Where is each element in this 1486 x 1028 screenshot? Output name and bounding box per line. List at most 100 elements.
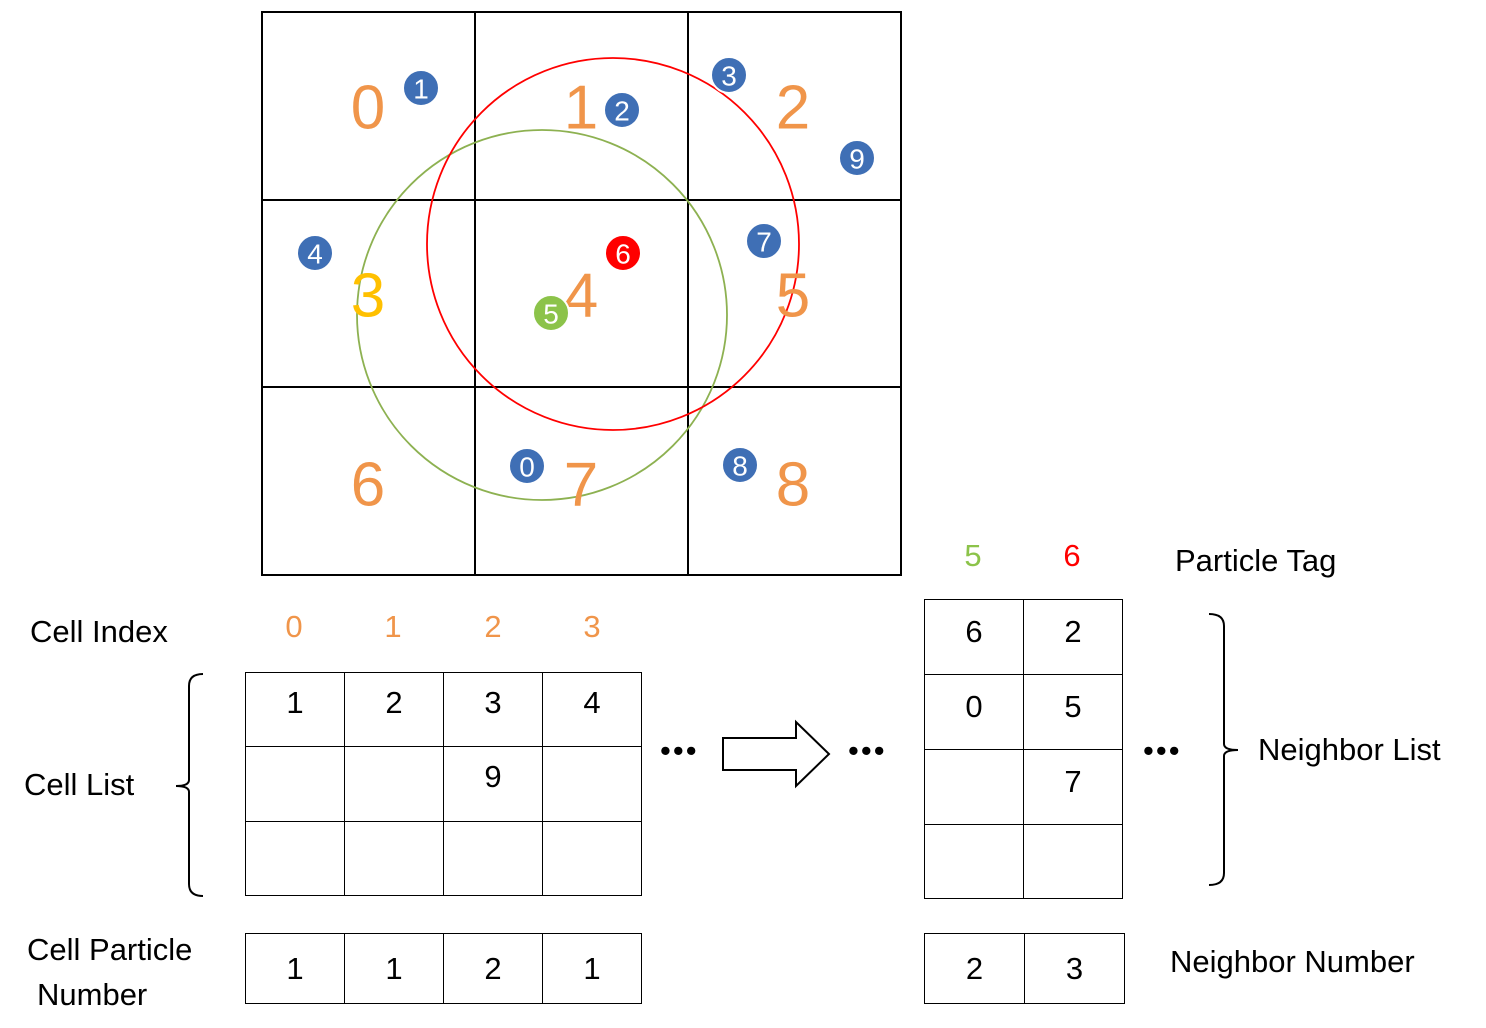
table-cell bbox=[245, 746, 345, 822]
particle-marker bbox=[508, 447, 546, 485]
particle-label: 6 bbox=[615, 239, 631, 270]
table-row: 1 2 3 4 bbox=[245, 671, 642, 748]
table-cell: 2 bbox=[924, 933, 1025, 1004]
particle-marker bbox=[838, 139, 876, 177]
table-cell: 6 bbox=[924, 599, 1024, 675]
transform-arrow bbox=[722, 719, 831, 789]
table-row: 9 bbox=[245, 746, 642, 822]
table-cell: 1 bbox=[245, 933, 345, 1004]
particle-marker bbox=[532, 294, 570, 332]
table-cell: 2 bbox=[443, 933, 543, 1004]
particle-marker bbox=[710, 56, 748, 94]
cell-particle-number-label: Cell Particle bbox=[27, 932, 193, 967]
particle-marker bbox=[604, 234, 642, 272]
table-cell: 3 bbox=[443, 671, 543, 748]
cell-index-2: 2 bbox=[484, 609, 502, 644]
particle-label: 1 bbox=[413, 74, 429, 105]
table-cell bbox=[924, 749, 1024, 825]
particle-4: 4 bbox=[296, 234, 334, 272]
table-cell: 0 bbox=[924, 674, 1024, 750]
table-cell bbox=[1023, 824, 1123, 899]
table-cell: 9 bbox=[443, 746, 543, 822]
particle-0: 0 bbox=[508, 447, 546, 485]
table-cell bbox=[344, 820, 444, 897]
particle-8: 8 bbox=[721, 446, 759, 484]
cell-index-0: 0 bbox=[285, 609, 303, 644]
cell-label-2: 2 bbox=[776, 74, 810, 143]
table-cell: 2 bbox=[344, 671, 444, 748]
table-cell bbox=[924, 824, 1024, 899]
particle-marker bbox=[721, 446, 759, 484]
table-cell bbox=[245, 820, 345, 897]
table-row bbox=[924, 824, 1123, 899]
particle-9: 9 bbox=[838, 139, 876, 177]
ellipsis-middle: ••• bbox=[848, 733, 887, 768]
cutoff-circle-particle-6 bbox=[426, 57, 800, 431]
cell-index-label: Cell Index bbox=[30, 614, 168, 649]
table-row: 7 bbox=[924, 749, 1123, 825]
table-cell bbox=[542, 820, 642, 897]
cell-particle-number-label-line2: Number bbox=[37, 977, 148, 1012]
neighbor-number-label: Neighbor Number bbox=[1170, 944, 1415, 979]
particle-3: 3 bbox=[710, 56, 748, 94]
ellipsis-left: ••• bbox=[660, 733, 699, 768]
table-row: 0 5 bbox=[924, 674, 1123, 750]
particle-label: 9 bbox=[849, 144, 865, 175]
particle-7: 7 bbox=[745, 222, 783, 260]
table-cell bbox=[542, 746, 642, 822]
particle-1: 1 bbox=[402, 69, 440, 107]
table-row: 6 2 bbox=[924, 599, 1123, 675]
particle-2: 2 bbox=[603, 91, 641, 129]
table-cell: 2 bbox=[1023, 599, 1123, 675]
cell-list-table: 1 2 3 4 9 bbox=[245, 671, 642, 897]
particle-label: 4 bbox=[307, 239, 323, 270]
table-row: 1 1 2 1 bbox=[245, 933, 642, 1004]
particle-label: 5 bbox=[543, 299, 559, 330]
table-cell: 4 bbox=[542, 671, 642, 748]
table-cell: 3 bbox=[1024, 933, 1125, 1004]
cell-index-3: 3 bbox=[583, 609, 601, 644]
cell-label-8: 8 bbox=[776, 451, 810, 520]
particle-tag-5: 5 bbox=[964, 538, 982, 573]
particle-marker bbox=[402, 69, 440, 107]
table-cell: 7 bbox=[1023, 749, 1123, 825]
table-cell bbox=[443, 820, 543, 897]
cell-label-5: 5 bbox=[776, 262, 810, 331]
cell-label-7: 7 bbox=[564, 451, 598, 520]
particle-label: 2 bbox=[614, 96, 630, 127]
table-cell: 1 bbox=[542, 933, 642, 1004]
cell-particle-number-table: 1 1 2 1 bbox=[245, 933, 642, 1004]
particle-label: 7 bbox=[756, 227, 772, 258]
particle-marker bbox=[296, 234, 334, 272]
table-cell: 5 bbox=[1023, 674, 1123, 750]
neighbor-list-bracket bbox=[1208, 613, 1239, 886]
particle-marker bbox=[745, 222, 783, 260]
table-cell bbox=[344, 746, 444, 822]
cell-index-1: 1 bbox=[384, 609, 402, 644]
neighbor-list-table: 6 2 0 5 7 bbox=[924, 599, 1123, 899]
particle-6: 6 bbox=[604, 234, 642, 272]
cell-list-label: Cell List bbox=[24, 767, 135, 802]
particle-label: 0 bbox=[519, 452, 535, 483]
neighbor-number-table: 2 3 bbox=[924, 933, 1125, 1004]
cell-label-3: 3 bbox=[351, 262, 385, 331]
cell-label-6: 6 bbox=[351, 451, 385, 520]
table-row: 2 3 bbox=[924, 933, 1125, 1004]
particle-label: 3 bbox=[721, 61, 737, 92]
particle-tag-label: Particle Tag bbox=[1175, 543, 1337, 578]
particle-marker bbox=[603, 91, 641, 129]
table-cell: 1 bbox=[245, 671, 345, 748]
particle-5: 5 bbox=[532, 294, 570, 332]
cell-label-4: 4 bbox=[564, 262, 598, 331]
cell-label-1: 1 bbox=[564, 74, 598, 143]
cell-list-bracket bbox=[175, 673, 204, 897]
cell-label-0: 0 bbox=[351, 74, 385, 143]
cutoff-circle-particle-5 bbox=[356, 129, 728, 501]
table-cell: 1 bbox=[344, 933, 444, 1004]
ellipsis-right: ••• bbox=[1143, 733, 1182, 768]
table-row bbox=[245, 820, 642, 897]
neighbor-list-label: Neighbor List bbox=[1258, 732, 1441, 767]
